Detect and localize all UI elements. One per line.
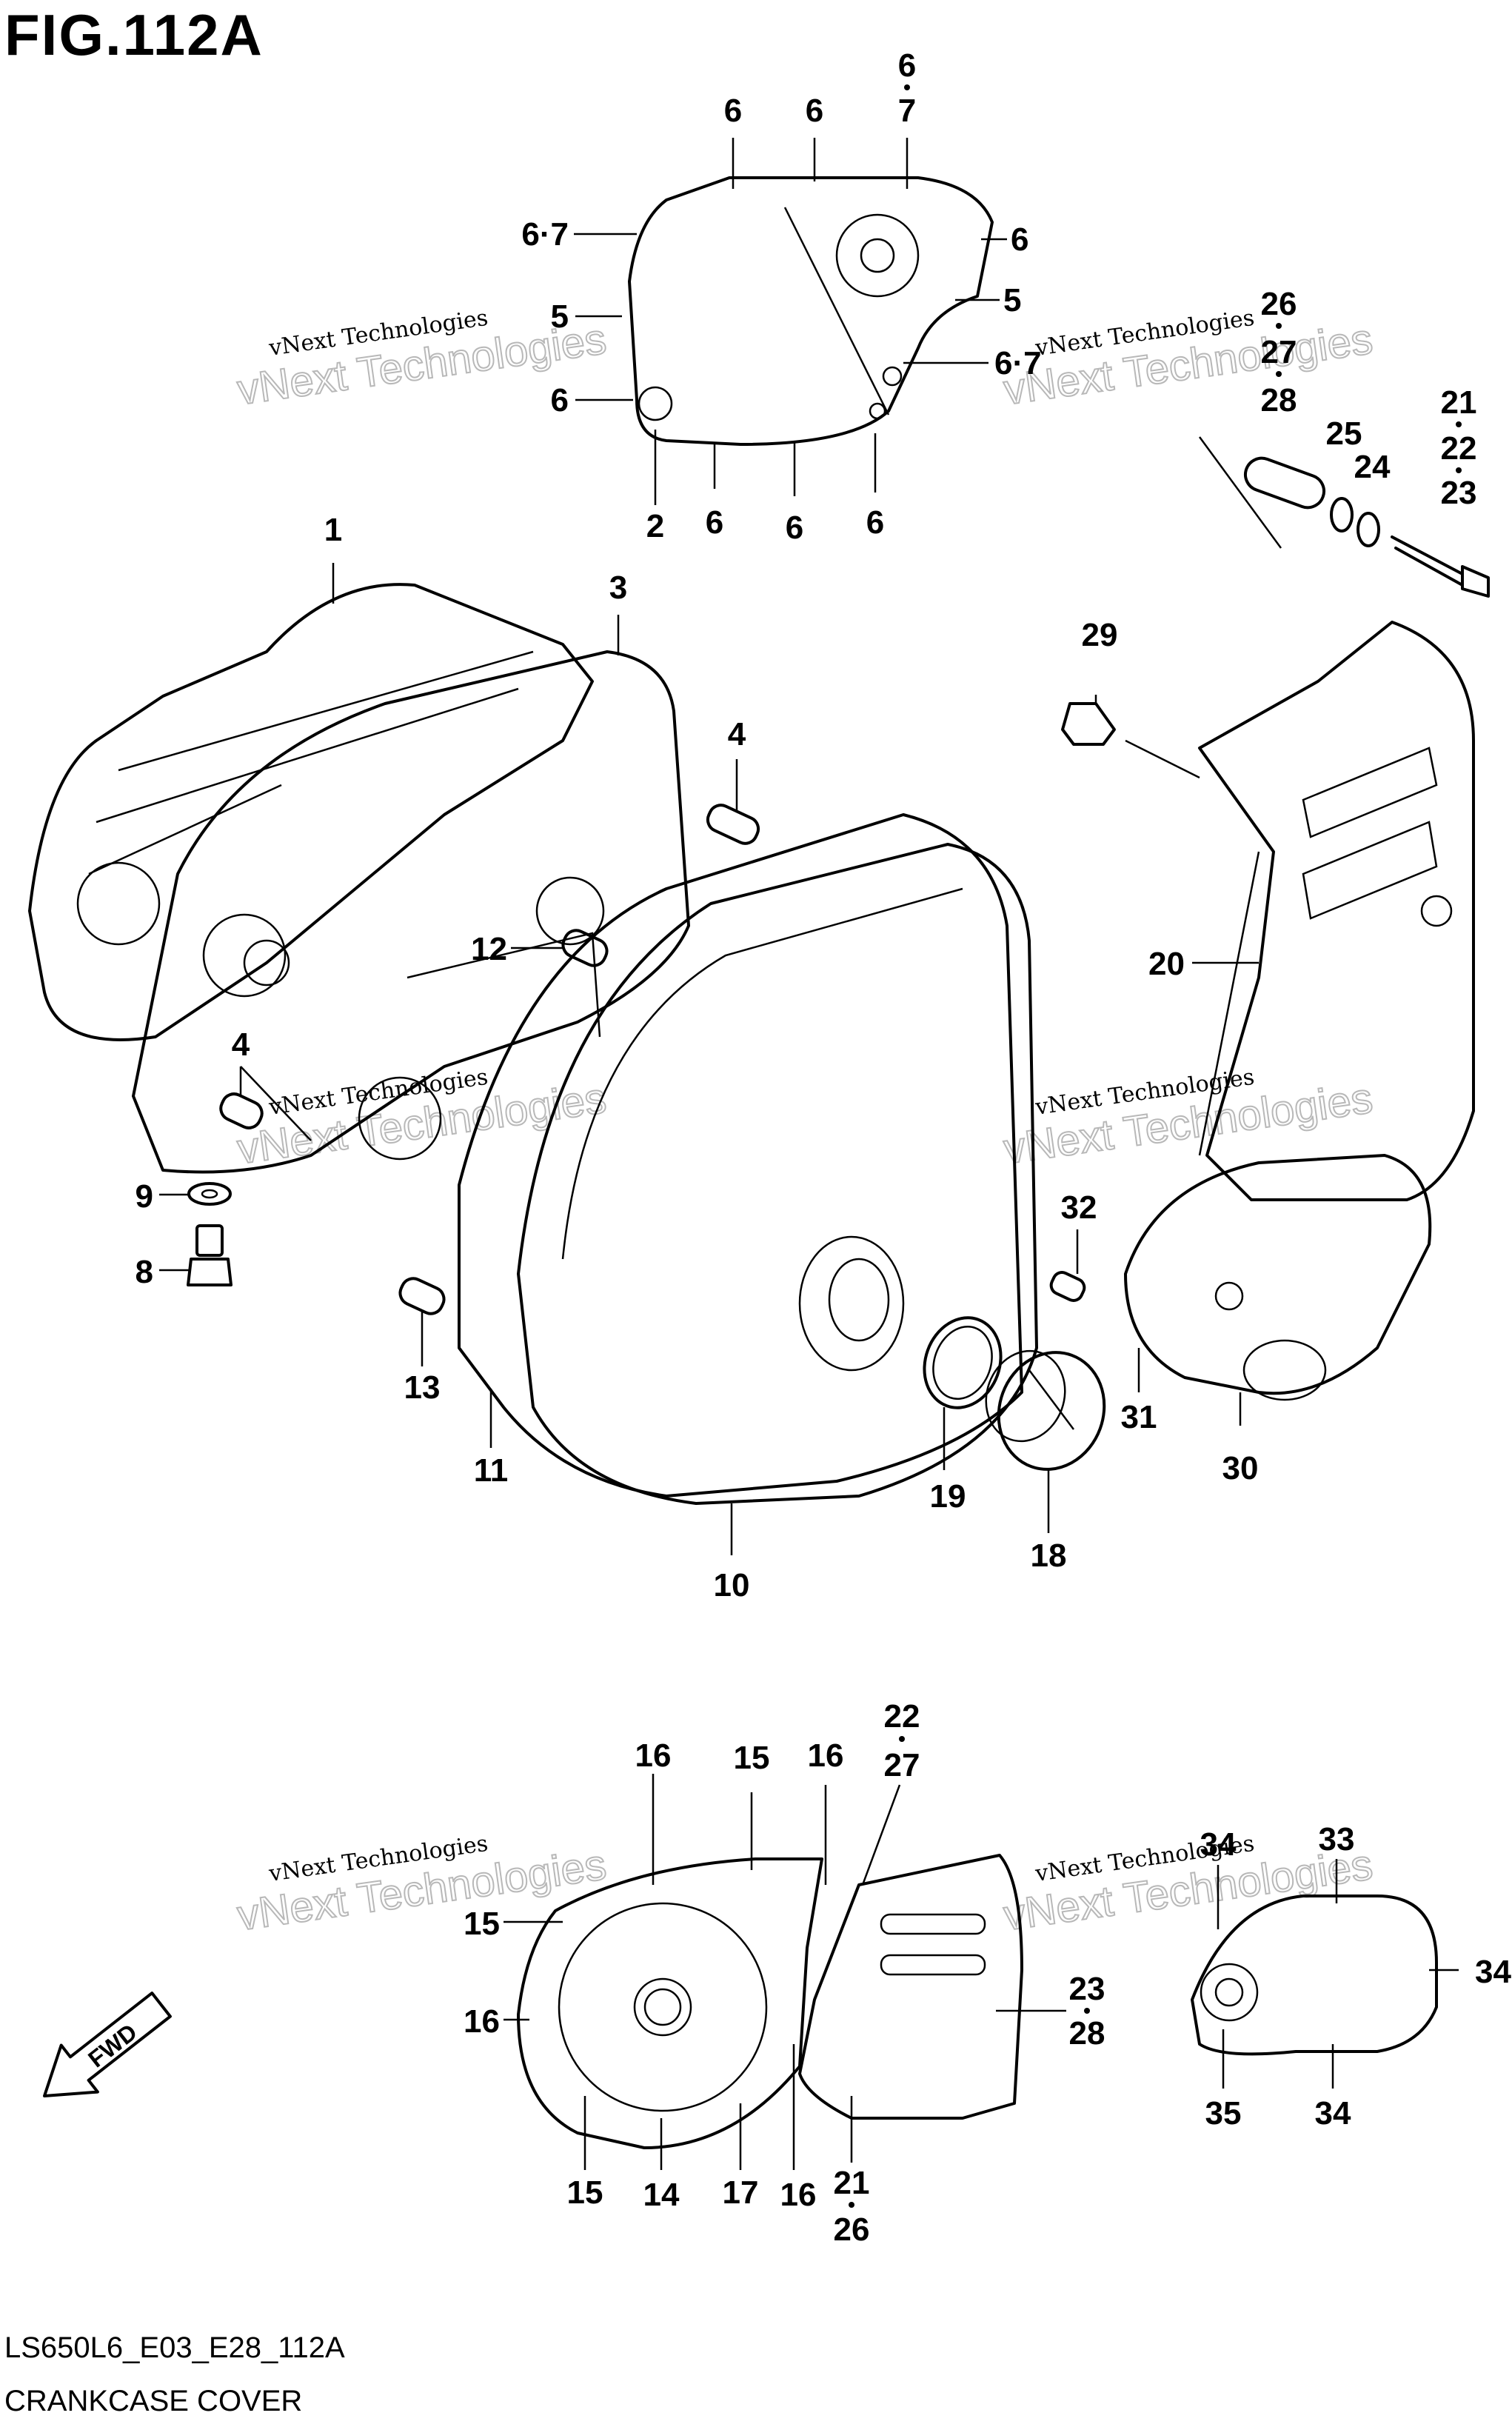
callout-labels: 6 6 6 7 6·7 6 5 5 6 6·7 2 6 6 6 26 27 28… — [136, 47, 1512, 2248]
callout-6: 6 — [866, 504, 884, 541]
part-cover-10 — [517, 843, 1038, 1505]
callout-5: 5 — [551, 298, 569, 335]
watermark-4: vNext Technologies vNext Technologies — [1000, 1064, 1376, 1174]
callout-6: 6 — [806, 93, 823, 129]
figure-code: LS650L6_E03_E28_112A — [4, 2331, 345, 2364]
callout-31: 31 — [1121, 1399, 1157, 1435]
callout-34: 34 — [1200, 1826, 1237, 1863]
callout-6: 6 — [724, 93, 742, 129]
callout-6-7: 6·7 — [521, 216, 569, 253]
callout-29: 29 — [1082, 617, 1118, 653]
callout-23: 23 — [1441, 475, 1477, 511]
figure-title: FIG.112A — [4, 2, 264, 67]
callout-11: 11 — [474, 1452, 509, 1489]
callout-16: 16 — [635, 1737, 672, 1774]
part-dowel-4a — [706, 804, 760, 845]
callout-18: 18 — [1031, 1538, 1067, 1574]
callout-15: 15 — [464, 1906, 500, 1942]
callout-12: 12 — [471, 931, 507, 967]
callout-27: 27 — [1261, 334, 1297, 370]
callout-19: 19 — [930, 1478, 966, 1515]
part-washer-24 — [1357, 512, 1380, 547]
callout-2: 2 — [646, 508, 664, 544]
callout-22: 22 — [1441, 430, 1477, 467]
callout-26: 26 — [1261, 286, 1297, 322]
callout-4: 4 — [728, 716, 746, 752]
part-dowel-4b — [219, 1092, 264, 1129]
fwd-arrow-icon: FWD — [43, 1992, 172, 2097]
part-bolt-21 — [1391, 535, 1490, 598]
part-dowel-12 — [561, 929, 609, 967]
callout-4: 4 — [232, 1026, 250, 1063]
callout-24: 24 — [1354, 449, 1391, 485]
callout-13: 13 — [404, 1369, 441, 1406]
part-washer-9 — [187, 1182, 232, 1206]
callout-21: 21 — [1441, 384, 1477, 421]
callout-14: 14 — [643, 2177, 680, 2213]
part-washer-25 — [1330, 497, 1354, 533]
part-oring-19 — [923, 1316, 1003, 1409]
part-plug-18 — [985, 1349, 1106, 1471]
part-gasket-2 — [628, 176, 994, 446]
callout-33: 33 — [1319, 1821, 1355, 1857]
callout-25: 25 — [1326, 415, 1362, 452]
callout-1: 1 — [324, 512, 342, 548]
part-spacer-26 — [1243, 456, 1326, 510]
callout-20: 20 — [1148, 946, 1185, 982]
part-guard-20 — [1198, 621, 1475, 1201]
figure-caption: CRANKCASE COVER — [4, 2385, 303, 2417]
callout-7: 7 — [898, 93, 916, 129]
callout-26: 26 — [834, 2211, 870, 2248]
callout-16: 16 — [780, 2177, 817, 2213]
callout-28: 28 — [1261, 382, 1297, 418]
callout-6: 6 — [551, 382, 569, 418]
part-dowel-32 — [1049, 1271, 1086, 1302]
callout-17: 17 — [723, 2174, 759, 2211]
callout-35: 35 — [1205, 2095, 1242, 2131]
callout-6: 6 — [898, 47, 916, 84]
callout-10: 10 — [714, 1567, 750, 1603]
callout-27: 27 — [884, 1747, 920, 1783]
callout-separator-dots — [849, 84, 1462, 2208]
callout-16: 16 — [464, 2003, 500, 2040]
callout-9: 9 — [136, 1178, 153, 1215]
part-gasket-11 — [458, 813, 1023, 1498]
callout-5: 5 — [1003, 282, 1021, 318]
part-cover-33 — [1191, 1894, 1438, 2056]
callout-6: 6 — [1011, 221, 1028, 258]
callout-30: 30 — [1222, 1450, 1259, 1486]
part-cap-29 — [1061, 702, 1116, 746]
leader-lines — [159, 138, 1459, 2170]
callout-34: 34 — [1475, 1954, 1511, 1990]
part-cover-14 — [517, 1857, 823, 2149]
callout-15: 15 — [567, 2174, 603, 2211]
callout-8: 8 — [136, 1254, 153, 1290]
part-cover-22 — [798, 1854, 1023, 2120]
callout-21: 21 — [834, 2165, 870, 2201]
callout-15: 15 — [734, 1740, 770, 1776]
fwd-label: FWD — [83, 2018, 142, 2072]
callout-28: 28 — [1069, 2015, 1105, 2052]
part-crankcase-1 — [28, 583, 594, 1041]
callout-3: 3 — [609, 570, 627, 606]
part-dowel-13 — [398, 1277, 446, 1315]
callout-16: 16 — [808, 1737, 844, 1774]
callout-22: 22 — [884, 1698, 920, 1735]
part-bolt-8 — [187, 1224, 233, 1286]
part-gasket-3 — [132, 650, 690, 1174]
part-housing-30 — [1124, 1154, 1432, 1401]
callout-23: 23 — [1069, 1971, 1105, 2007]
callout-6: 6 — [706, 504, 723, 541]
callout-6: 6 — [786, 510, 803, 546]
callout-6-7: 6·7 — [994, 345, 1042, 381]
watermark-2: vNext Technologies vNext Technologies — [1000, 305, 1376, 415]
callout-32: 32 — [1061, 1189, 1097, 1226]
callout-34: 34 — [1315, 2095, 1351, 2131]
